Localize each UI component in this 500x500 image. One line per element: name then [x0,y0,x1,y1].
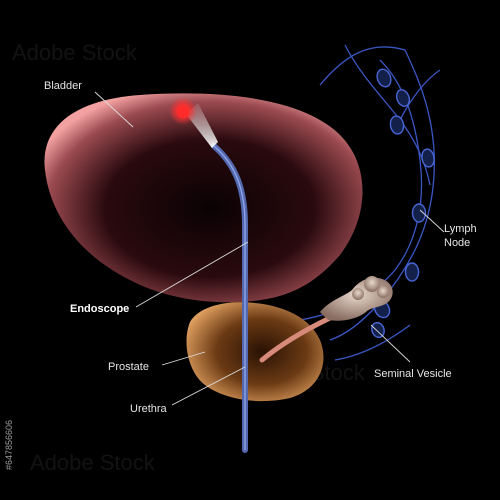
leader-urethra [171,366,246,406]
lymph-node [395,89,411,107]
lymph-vessel [334,324,411,361]
leader-lines [94,91,445,406]
bladder [44,93,363,303]
lymph-vessel [319,46,406,86]
leader-endoscope [135,241,249,308]
prostate [186,302,324,402]
leader-bladder [94,91,134,128]
label-bladder: Bladder [44,80,82,92]
vas-deferens [259,315,333,363]
lymph-node [376,68,392,88]
lymph-node [421,148,435,168]
svg-text:Adobe Stock: Adobe Stock [12,40,138,65]
lymph-nodes [371,68,435,339]
label-seminal-vesicle: Seminal Vesicle [374,368,452,380]
leader-seminal-vesicle [370,324,411,363]
label-endoscope: Endoscope [70,303,129,315]
label-lymph-line1: Lymph [444,223,477,235]
seminal-vesicle [320,276,393,321]
endoscope-highlight [213,145,246,450]
label-urethra: Urethra [130,403,168,415]
lymph-vessel [399,69,441,121]
label-prostate: Prostate [108,361,149,373]
lymph-node [404,262,420,282]
label-lymph-line2: Node [444,237,470,249]
leader-lymph-node [419,209,445,233]
leader-prostate [161,351,206,366]
svg-text:Adobe Stock: Adobe Stock [30,450,156,475]
tumor-core [177,106,189,118]
lymph-node [371,321,385,339]
stock-id: #647856606 [4,420,14,470]
lymph-node [411,203,427,223]
lymph-node [389,115,405,135]
